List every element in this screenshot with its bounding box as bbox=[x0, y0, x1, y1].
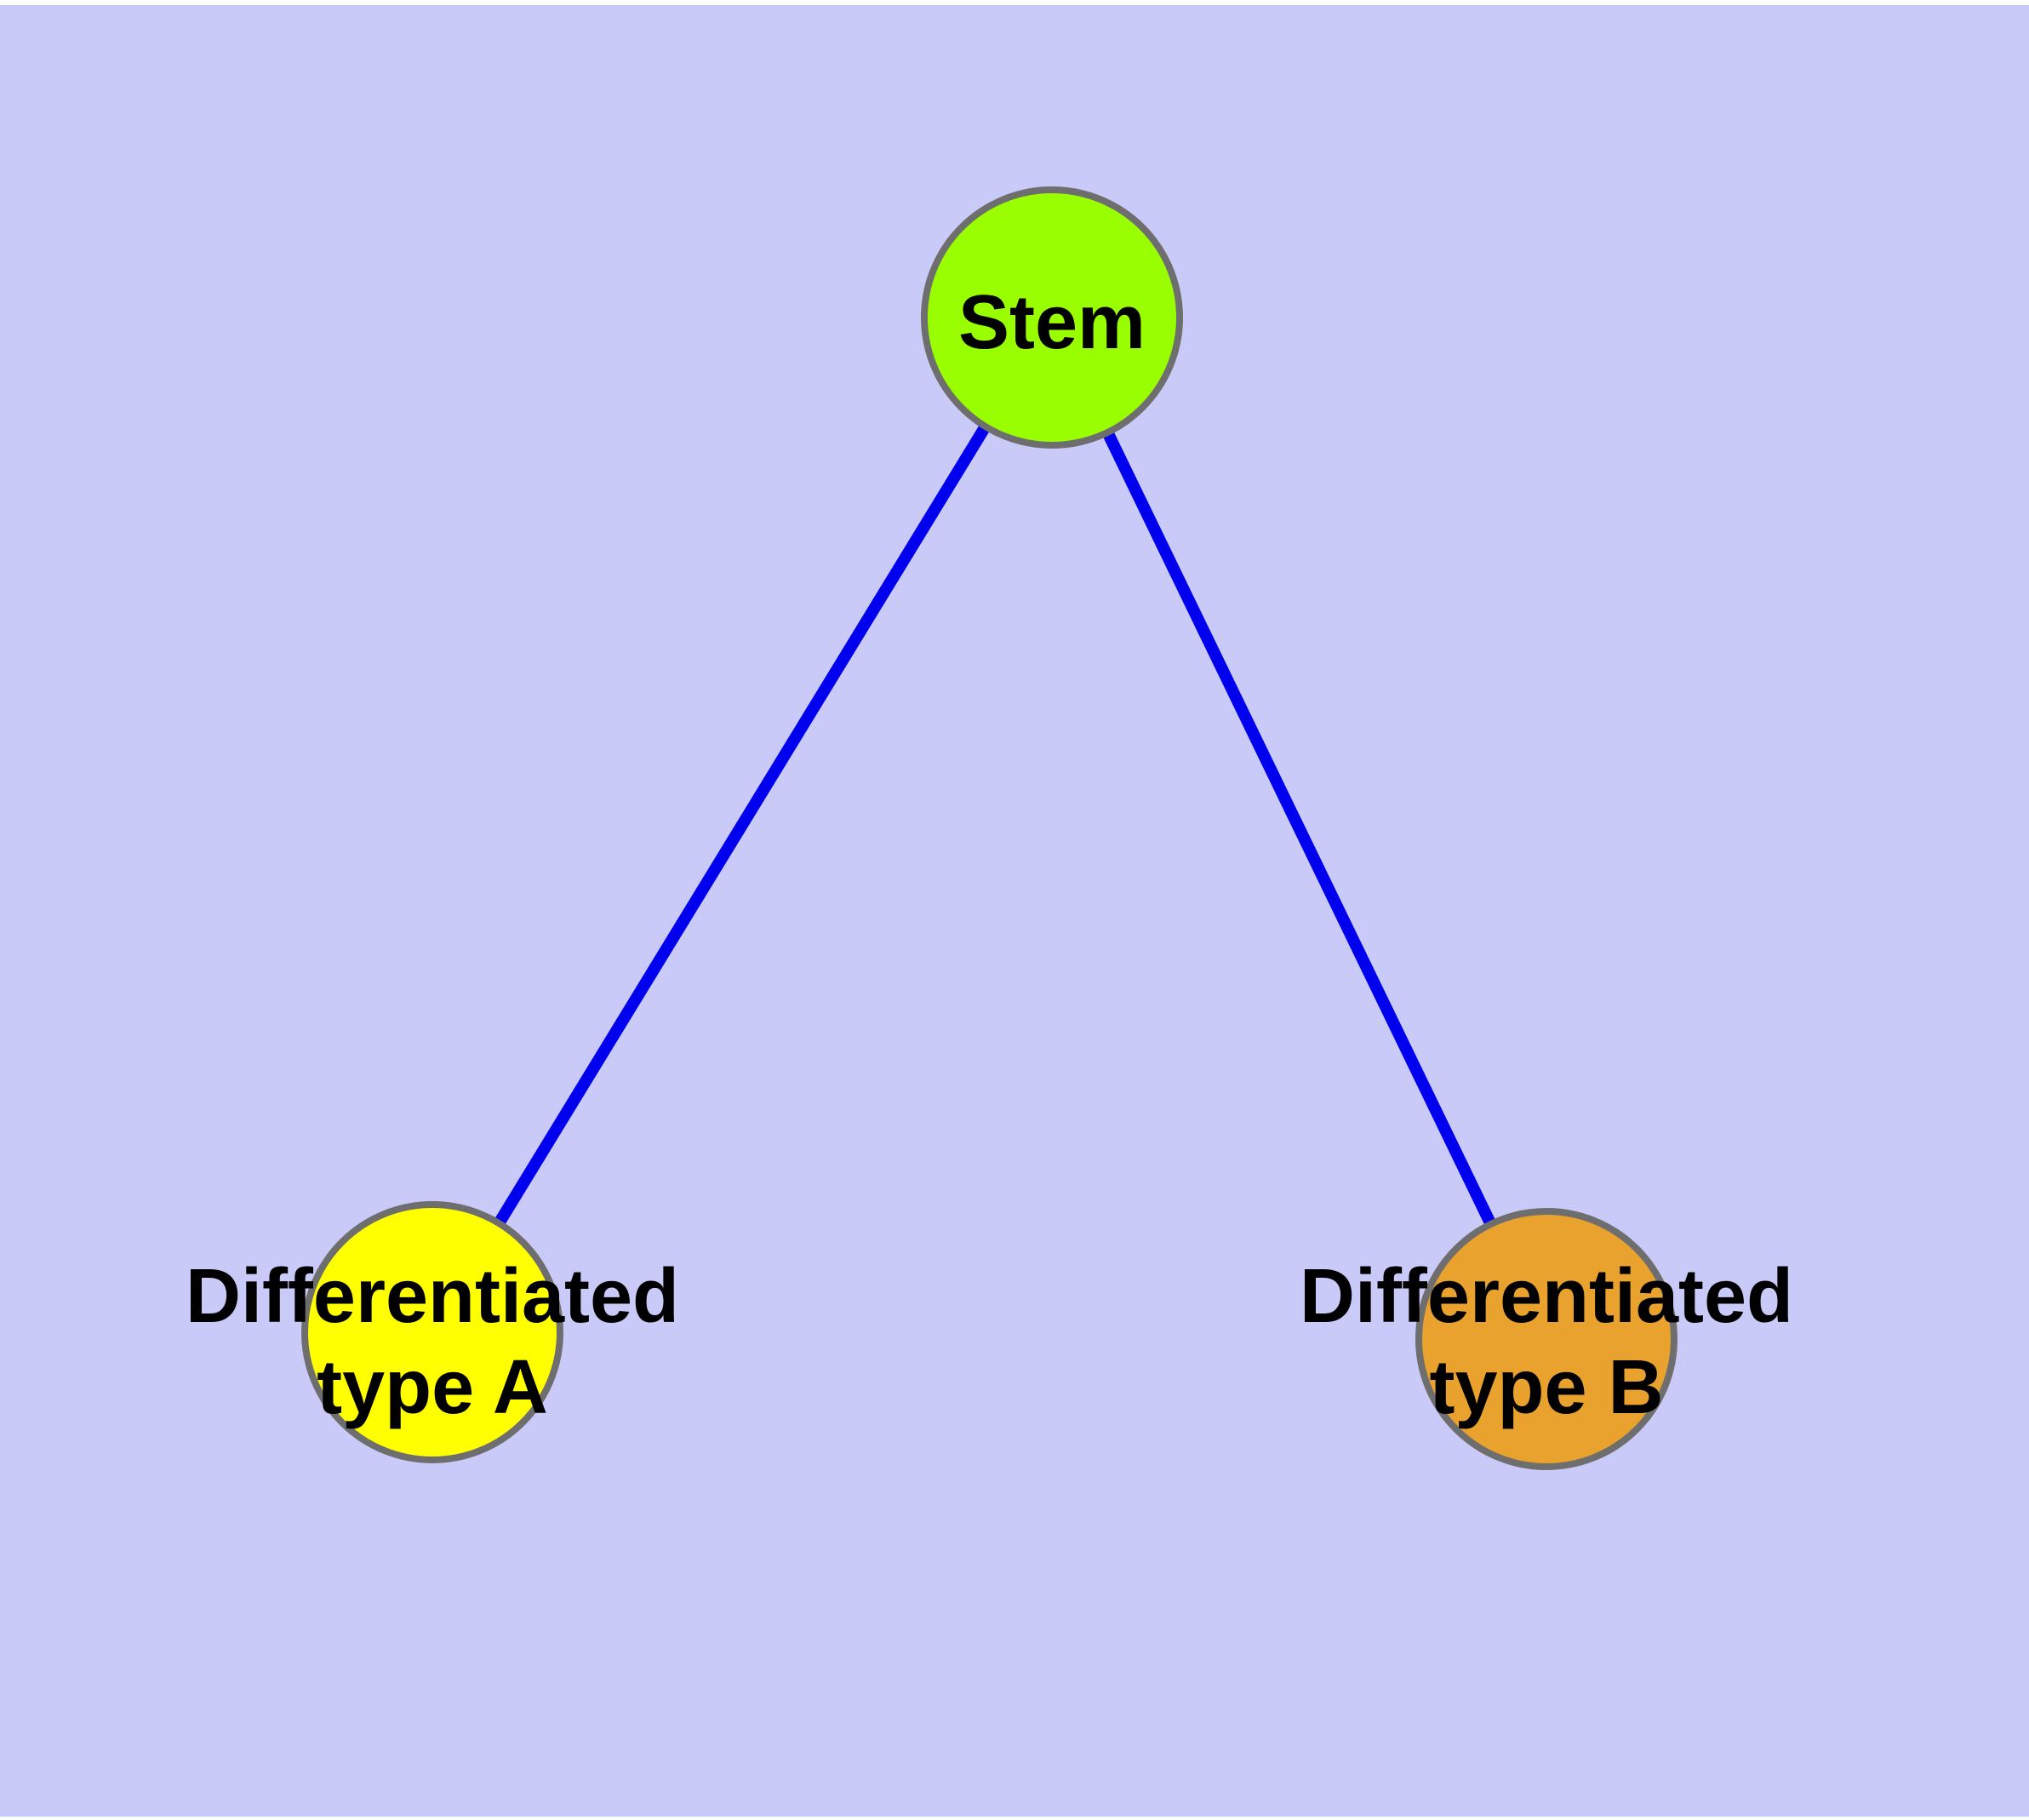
node-differentiated-type-b[interactable] bbox=[1415, 1208, 1677, 1470]
edge-stem-to-type-b bbox=[1046, 314, 1552, 1342]
node-label-stem: Stem bbox=[958, 280, 1146, 365]
node-label-type-a-line1: Differentiated bbox=[186, 1254, 679, 1339]
node-stem[interactable] bbox=[921, 186, 1183, 449]
node-label-type-a-line2: type A bbox=[317, 1345, 548, 1430]
node-differentiated-type-a[interactable] bbox=[301, 1201, 563, 1463]
node-label-type-b-line2: type B bbox=[1429, 1345, 1663, 1430]
node-label-type-b-line1: Differentiated bbox=[1300, 1254, 1793, 1339]
edge-stem-to-type-a bbox=[427, 314, 1057, 1336]
